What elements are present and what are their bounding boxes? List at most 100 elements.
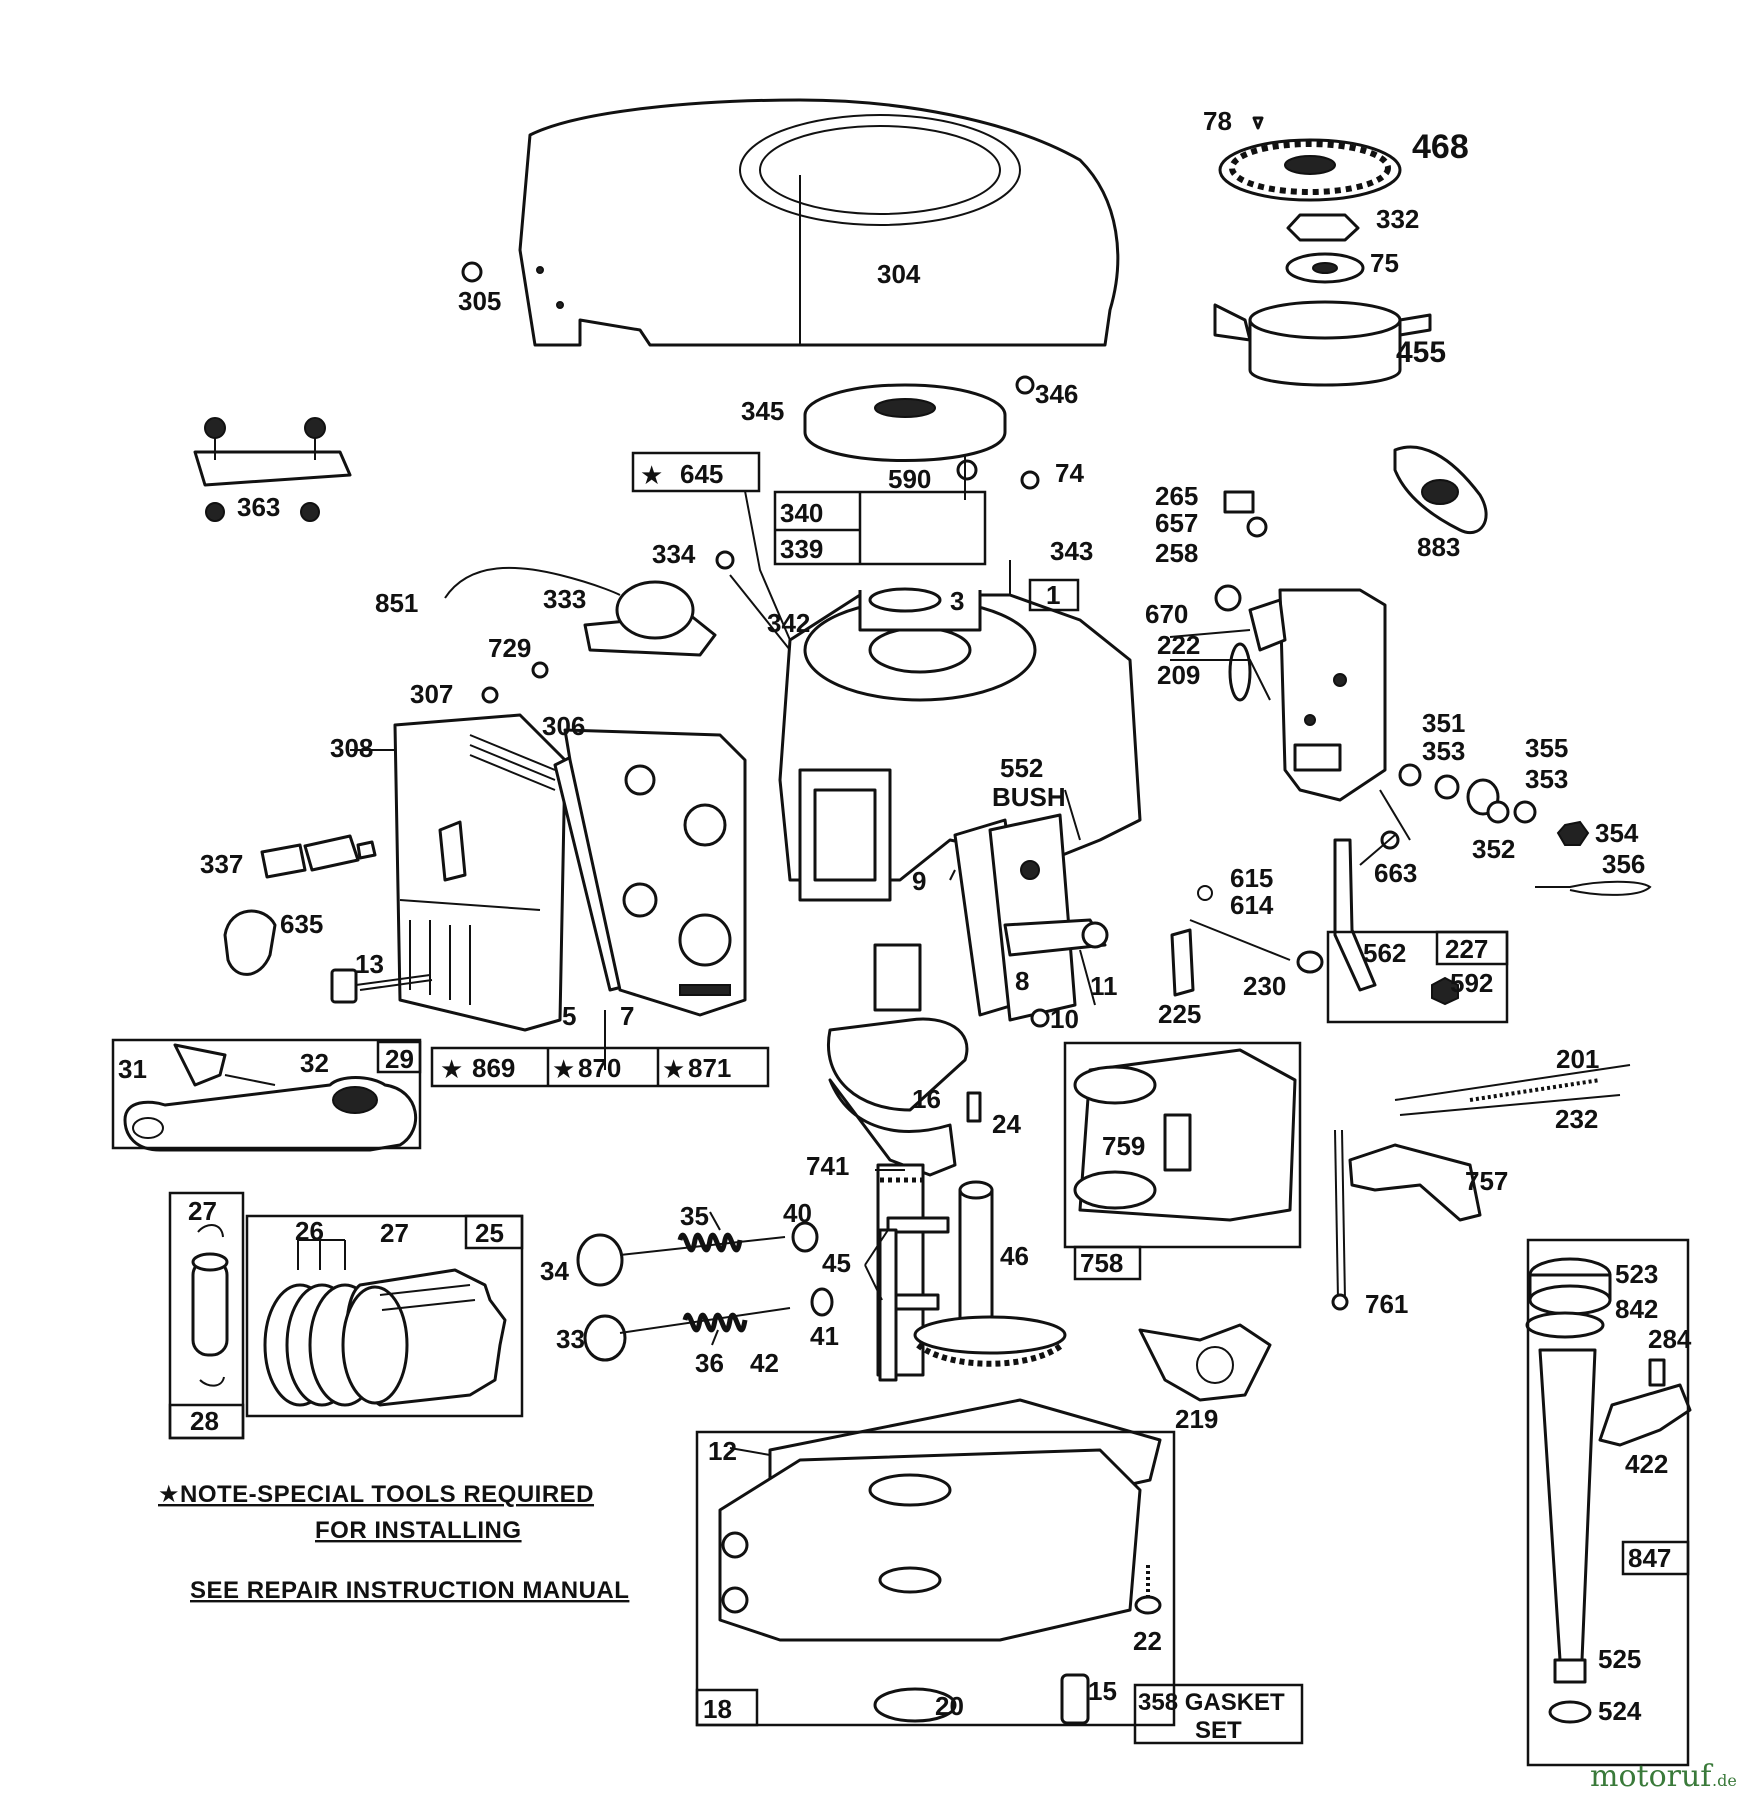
label-12: 12 (708, 1436, 737, 1466)
label-45: 45 (822, 1248, 851, 1278)
spring-209-part (1228, 642, 1252, 702)
label-592: 592 (1450, 968, 1493, 998)
valve-33-part (583, 1307, 791, 1362)
label-29: 29 (385, 1044, 414, 1074)
label-284: 284 (1648, 1324, 1692, 1354)
pushrod-761-part (1331, 1129, 1349, 1311)
label-562: 562 (1363, 938, 1406, 968)
label-741: 741 (806, 1151, 849, 1181)
label-304: 304 (877, 259, 921, 289)
spark-plug-part (260, 834, 377, 879)
cylinder-block-part (778, 587, 1142, 902)
governor-bracket-part (1248, 588, 1387, 802)
label-663: 663 (1374, 858, 1417, 888)
label-355: 355 (1525, 733, 1568, 763)
label-74: 74 (1055, 458, 1084, 488)
label-33: 33 (556, 1324, 585, 1354)
governor-lever-part (1333, 838, 1377, 992)
label-5: 5 (562, 1001, 576, 1031)
camshaft-part (913, 1180, 1067, 1367)
label-230: 230 (1243, 971, 1286, 1001)
star-645: ★ (640, 460, 663, 490)
oil-sump-part (718, 1398, 1162, 1642)
label-305: 305 (458, 286, 501, 316)
label-334: 334 (652, 539, 696, 569)
flywheel-screen-part (1218, 116, 1402, 202)
label-222: 222 (1157, 630, 1200, 660)
label-758: 758 (1080, 1248, 1123, 1278)
label-32: 32 (300, 1048, 329, 1078)
label-265: 265 (1155, 481, 1198, 511)
label-337: 337 (200, 849, 243, 879)
retainer-41-part (810, 1287, 834, 1317)
label-363: 363 (237, 492, 280, 522)
label-24: 24 (992, 1109, 1021, 1139)
star-871: ★ (662, 1054, 685, 1084)
label-308: 308 (330, 733, 373, 763)
washer-353-part (1434, 774, 1460, 800)
label-201: 201 (1556, 1044, 1599, 1074)
label-842: 842 (1615, 1294, 1658, 1324)
bracket-363-part (193, 417, 352, 522)
label-9: 9 (912, 866, 926, 896)
label-gasket-set-1: 358 GASKET (1138, 1689, 1285, 1716)
label-40: 40 (783, 1198, 812, 1228)
label-258: 258 (1155, 538, 1198, 568)
label-22: 22 (1133, 1626, 1162, 1656)
note-line-2: FOR INSTALLING (315, 1517, 522, 1544)
label-345: 345 (741, 396, 784, 426)
label-1: 1 (1046, 580, 1060, 610)
label-13: 13 (355, 949, 384, 979)
label-7: 7 (620, 1001, 634, 1031)
label-gasket-set-2: SET (1195, 1717, 1242, 1744)
armature-333-part (583, 580, 717, 657)
leader-lines (297, 455, 1411, 1456)
nut-354-part (1556, 820, 1590, 846)
label-883: 883 (1417, 532, 1460, 562)
label-352: 352 (1472, 834, 1515, 864)
label-225: 225 (1158, 999, 1201, 1029)
label-46: 46 (1000, 1241, 1029, 1271)
label-354: 354 (1595, 818, 1639, 848)
valve-34-part (576, 1221, 819, 1287)
label-11: 11 (1090, 971, 1118, 1001)
label-20: 20 (935, 1691, 964, 1721)
label-209: 209 (1157, 660, 1200, 690)
head-gasket-part (553, 728, 747, 1017)
label-346: 346 (1035, 379, 1078, 409)
label-353a: 353 (1422, 736, 1465, 766)
nut-670-part (1214, 584, 1242, 612)
label-468: 468 (1412, 128, 1469, 166)
label-759: 759 (1102, 1131, 1145, 1161)
label-615: 615 (1230, 863, 1273, 893)
label-333: 333 (543, 584, 586, 614)
label-307: 307 (410, 679, 453, 709)
label-232: 232 (1555, 1104, 1598, 1134)
star-870: ★ (552, 1054, 575, 1084)
label-851: 851 (375, 588, 418, 618)
watermark-main: motoruf (1590, 1759, 1713, 1794)
label-847: 847 (1628, 1543, 1671, 1573)
label-41: 41 (810, 1321, 839, 1351)
label-455: 455 (1396, 336, 1446, 369)
label-16: 16 (912, 1084, 941, 1114)
label-757: 757 (1465, 1166, 1508, 1196)
spring-22-part (1134, 1565, 1162, 1615)
installation-note: ★NOTE-SPECIAL TOOLS REQUIRED FOR INSTALL… (158, 1481, 629, 1604)
label-657: 657 (1155, 508, 1198, 538)
sump-bracket-759-part (1073, 1048, 1297, 1222)
label-219: 219 (1175, 1404, 1218, 1434)
bolt-13-part (330, 968, 433, 1004)
label-34: 34 (540, 1256, 569, 1286)
label-552: 552 (1000, 753, 1043, 783)
spring-356-part (1535, 880, 1652, 896)
label-10: 10 (1050, 1004, 1079, 1034)
link-232-part (1399, 1094, 1621, 1116)
label-332: 332 (1376, 204, 1419, 234)
label-42: 42 (750, 1348, 779, 1378)
governor-linkage-part (1170, 885, 1324, 997)
label-339: 339 (780, 534, 823, 564)
piston-and-rings-part (263, 1268, 507, 1407)
label-356: 356 (1602, 849, 1645, 879)
